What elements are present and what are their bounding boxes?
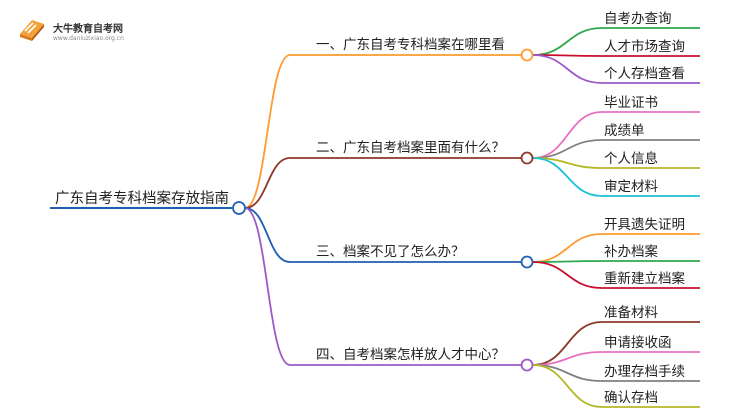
branch-label-2: 二、广东自考档案里面有什么？	[316, 139, 505, 156]
child-edge-4-1	[532, 321, 603, 366]
child-label-2-2: 成绩单	[604, 123, 645, 139]
brand-url: www.daniuzixiao.org.cn	[53, 35, 124, 42]
branch-node-2	[520, 151, 534, 165]
child-edge-1-3	[532, 54, 603, 84]
branch-node-3	[520, 255, 534, 269]
branch-node-1	[520, 48, 534, 62]
child-label-3-3: 重新建立档案	[604, 270, 685, 287]
branch-edge-1	[244, 54, 291, 209]
child-edge-1-1	[532, 27, 603, 56]
child-label-2-1: 毕业证书	[604, 95, 658, 111]
branch-label-1: 一、广东自考专科档案在哪里看	[316, 36, 505, 53]
brand-name: 大牛教育自考网	[53, 24, 123, 35]
child-label-4-3: 办理存档手续	[604, 364, 685, 380]
child-label-1-3: 个人存档查看	[604, 66, 685, 82]
root-node	[232, 201, 246, 215]
child-edge-3-2	[532, 260, 603, 263]
branch-edge-4	[244, 207, 291, 366]
child-edge-4-4	[532, 364, 603, 408]
branch-label-4: 四、自考档案怎样放人才中心？	[316, 346, 505, 363]
root-topic-label: 广东自考专科档案存放指南	[55, 189, 229, 207]
branch-edge-3	[244, 207, 291, 263]
child-edge-2-2	[532, 139, 603, 159]
child-label-4-1: 准备材料	[604, 304, 658, 321]
branch-node-4	[520, 358, 534, 372]
child-edge-3-1	[532, 233, 603, 263]
child-label-4-2: 申请接收函	[604, 334, 672, 351]
brand-logo: 大牛教育自考网 www.daniuzixiao.org.cn	[16, 14, 156, 48]
branch-label-3: 三、档案不见了怎么办？	[316, 243, 465, 260]
child-label-3-1: 开具遗失证明	[604, 217, 685, 233]
child-label-1-2: 人才市场查询	[604, 38, 685, 55]
child-label-1-1: 自考办查询	[604, 11, 672, 27]
child-label-2-4: 审定材料	[604, 179, 658, 195]
branch-edge-2	[244, 157, 291, 209]
child-edge-3-3	[532, 261, 603, 289]
child-label-2-3: 个人信息	[604, 150, 658, 167]
book-icon	[20, 20, 44, 41]
child-label-3-2: 补办档案	[604, 243, 658, 260]
child-edge-2-4	[532, 157, 603, 197]
child-edge-2-1	[532, 111, 603, 159]
child-label-4-4: 确认存档	[604, 390, 658, 406]
